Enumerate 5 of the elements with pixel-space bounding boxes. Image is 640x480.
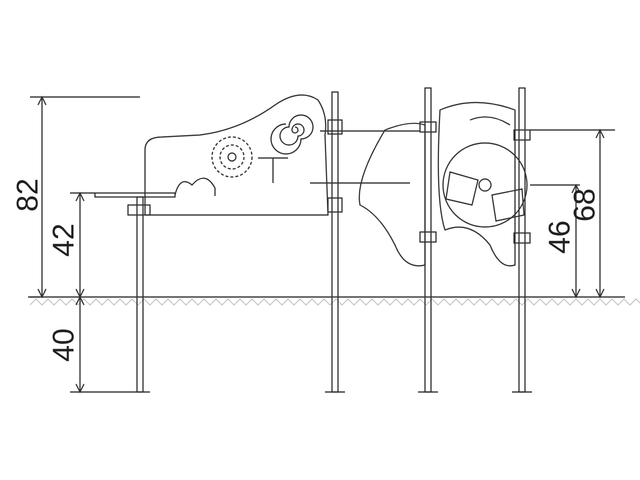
dimension-label: 42 bbox=[49, 223, 80, 257]
dimension-label: 40 bbox=[49, 328, 80, 362]
dimension-label: 46 bbox=[545, 220, 576, 254]
dimension-label: 68 bbox=[570, 188, 600, 222]
dimension-label: 82 bbox=[13, 178, 44, 212]
